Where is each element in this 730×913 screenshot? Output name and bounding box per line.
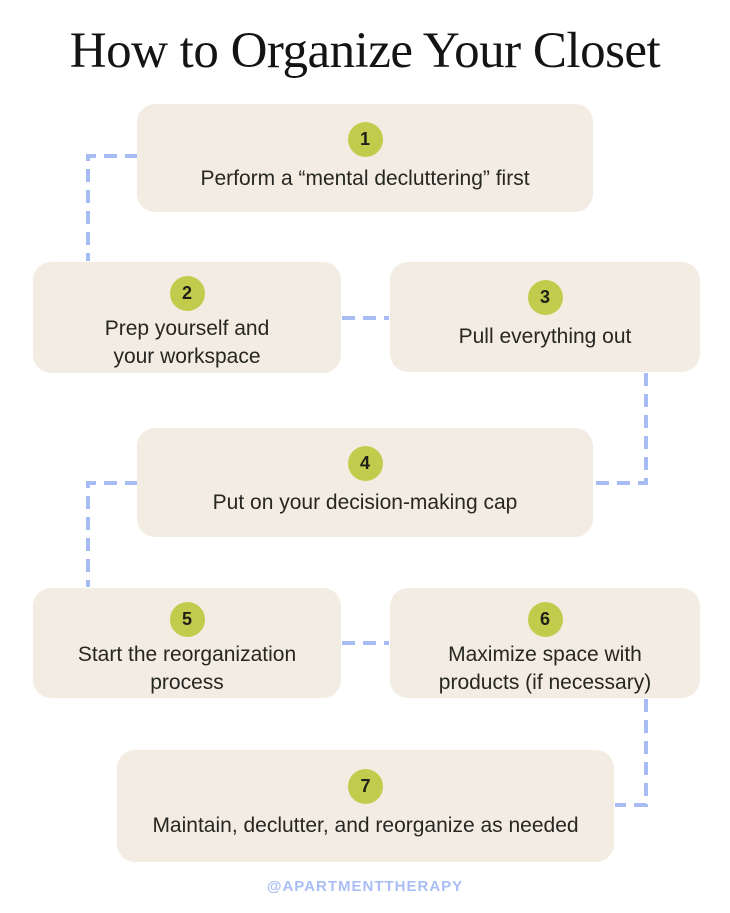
- step-number-badge-1: 1: [347, 122, 383, 157]
- step-number-badge-2: 2: [169, 276, 205, 311]
- step-number-badge-3: 3: [527, 280, 563, 315]
- page-title: How to Organize Your Closet: [69, 23, 661, 79]
- step-card-5: 5 Start the reorganization process: [33, 588, 341, 698]
- step-number-badge-7: 7: [348, 769, 383, 804]
- connector-step1-to-step2: [86, 154, 138, 261]
- connector-step4-to-step5: [86, 481, 138, 587]
- step-label-4: Put on your decision-making cap: [212, 491, 518, 514]
- step-card-7: 7 Maintain, declutter, and reorganize as…: [117, 750, 614, 862]
- step-label-6: Maximize space with products (if necessa…: [438, 643, 652, 694]
- step-label-1: Perform a “mental decluttering” first: [200, 167, 530, 190]
- step-label-5: Start the reorganization process: [77, 643, 297, 694]
- connector-step3-to-step4: [595, 373, 648, 485]
- step-card-4: 4 Put on your decision-making cap: [137, 428, 593, 537]
- step-card-6: 6 Maximize space with products (if neces…: [390, 588, 700, 698]
- connector-step6-to-step7: [615, 699, 648, 807]
- step-card-2: 2 Prep yourself and your workspace: [33, 262, 341, 373]
- step-number-badge-6: 6: [527, 602, 563, 637]
- step-number-badge-4: 4: [347, 446, 383, 481]
- step-number-badge-5: 5: [169, 602, 205, 637]
- step-label-7: Maintain, declutter, and reorganize as n…: [152, 814, 579, 837]
- step-label-3: Pull everything out: [458, 325, 632, 348]
- step-card-1: 1 Perform a “mental decluttering” first: [137, 104, 593, 212]
- credit-handle: @APARTMENTTHERAPY: [266, 878, 464, 895]
- step-card-3: 3 Pull everything out: [390, 262, 700, 372]
- step-label-2: Prep yourself and your workspace: [104, 317, 270, 368]
